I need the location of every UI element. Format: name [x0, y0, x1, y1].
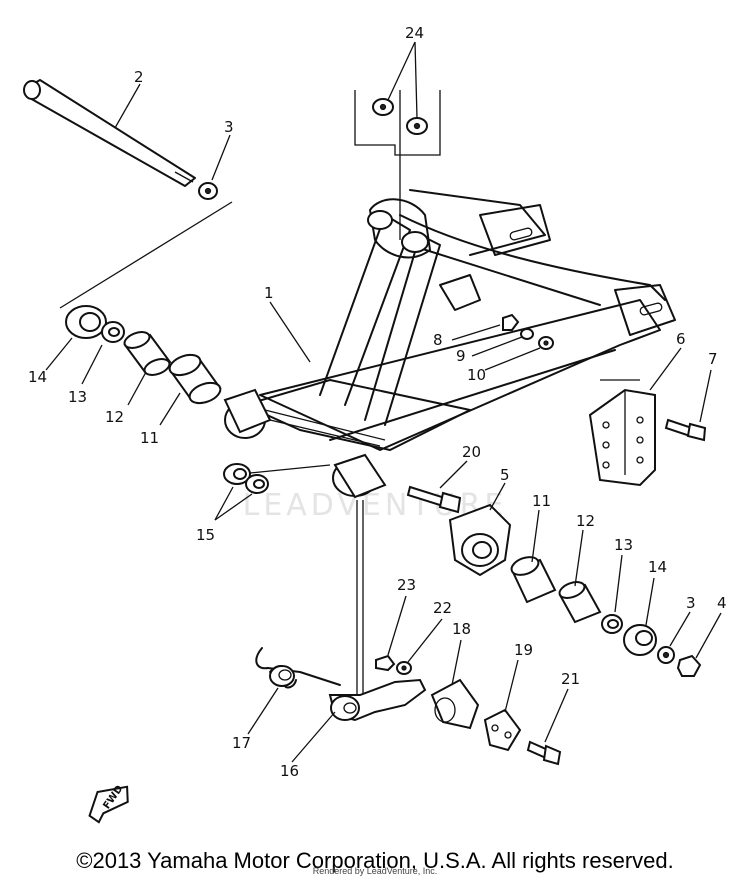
pivot-shaft: [23, 79, 196, 187]
label-20: 20: [462, 443, 481, 461]
label-13-right: 13: [614, 536, 633, 554]
assembly-lines: [59, 90, 640, 705]
label-14-left: 14: [28, 368, 47, 386]
bolt-21: [526, 740, 562, 766]
right-pivot-tube: [333, 453, 387, 499]
label-11-right: 11: [532, 492, 551, 510]
label-10: 10: [467, 366, 486, 384]
label-9: 9: [456, 347, 466, 365]
render-credit: Rendered by LeadVenture, Inc.: [312, 866, 438, 876]
label-12-left: 12: [105, 408, 124, 426]
label-14-right: 14: [648, 558, 667, 576]
label-12-right: 12: [576, 512, 595, 530]
fwd-arrow: FWD: [88, 784, 129, 824]
label-4: 4: [717, 594, 727, 612]
lever-5: [448, 503, 512, 577]
label-3-right: 3: [686, 594, 696, 612]
label-5: 5: [500, 466, 510, 484]
label-1: 1: [264, 284, 274, 302]
bolt-7: [664, 418, 707, 442]
label-17: 17: [232, 734, 251, 752]
seals-15: [223, 463, 269, 494]
label-22: 22: [433, 599, 452, 617]
label-19: 19: [514, 641, 533, 659]
lever-16: [328, 678, 427, 722]
label-24: 24: [405, 24, 424, 42]
label-18: 18: [452, 620, 471, 638]
label-8: 8: [433, 331, 443, 349]
label-21: 21: [561, 670, 580, 688]
left-bushings: [65, 305, 272, 434]
bolt-20: [406, 485, 462, 514]
copyright-notice: ©2013 Yamaha Motor Corporation, U.S.A. A…: [76, 848, 674, 873]
washers-24: [372, 98, 428, 135]
leader-lines: [45, 41, 722, 763]
bracket-6: [588, 388, 656, 487]
part-numbers: 2 3 24 1 14 13 12 11 15 8 9 10 6 7 20 5 …: [28, 24, 727, 780]
label-23: 23: [397, 576, 416, 594]
label-11-left: 11: [140, 429, 159, 447]
nut-8-washer-9-10: [502, 313, 554, 350]
spring-17: [255, 647, 341, 689]
parts-22-23: [375, 654, 412, 675]
label-16: 16: [280, 762, 299, 780]
plate-19: [483, 708, 522, 752]
label-13-left: 13: [68, 388, 87, 406]
label-6: 6: [676, 330, 686, 348]
right-bushings: [510, 556, 702, 677]
rubber-18: [430, 678, 480, 730]
label-3-top: 3: [224, 118, 234, 136]
label-7: 7: [708, 350, 718, 368]
label-15: 15: [196, 526, 215, 544]
label-2: 2: [134, 68, 144, 86]
